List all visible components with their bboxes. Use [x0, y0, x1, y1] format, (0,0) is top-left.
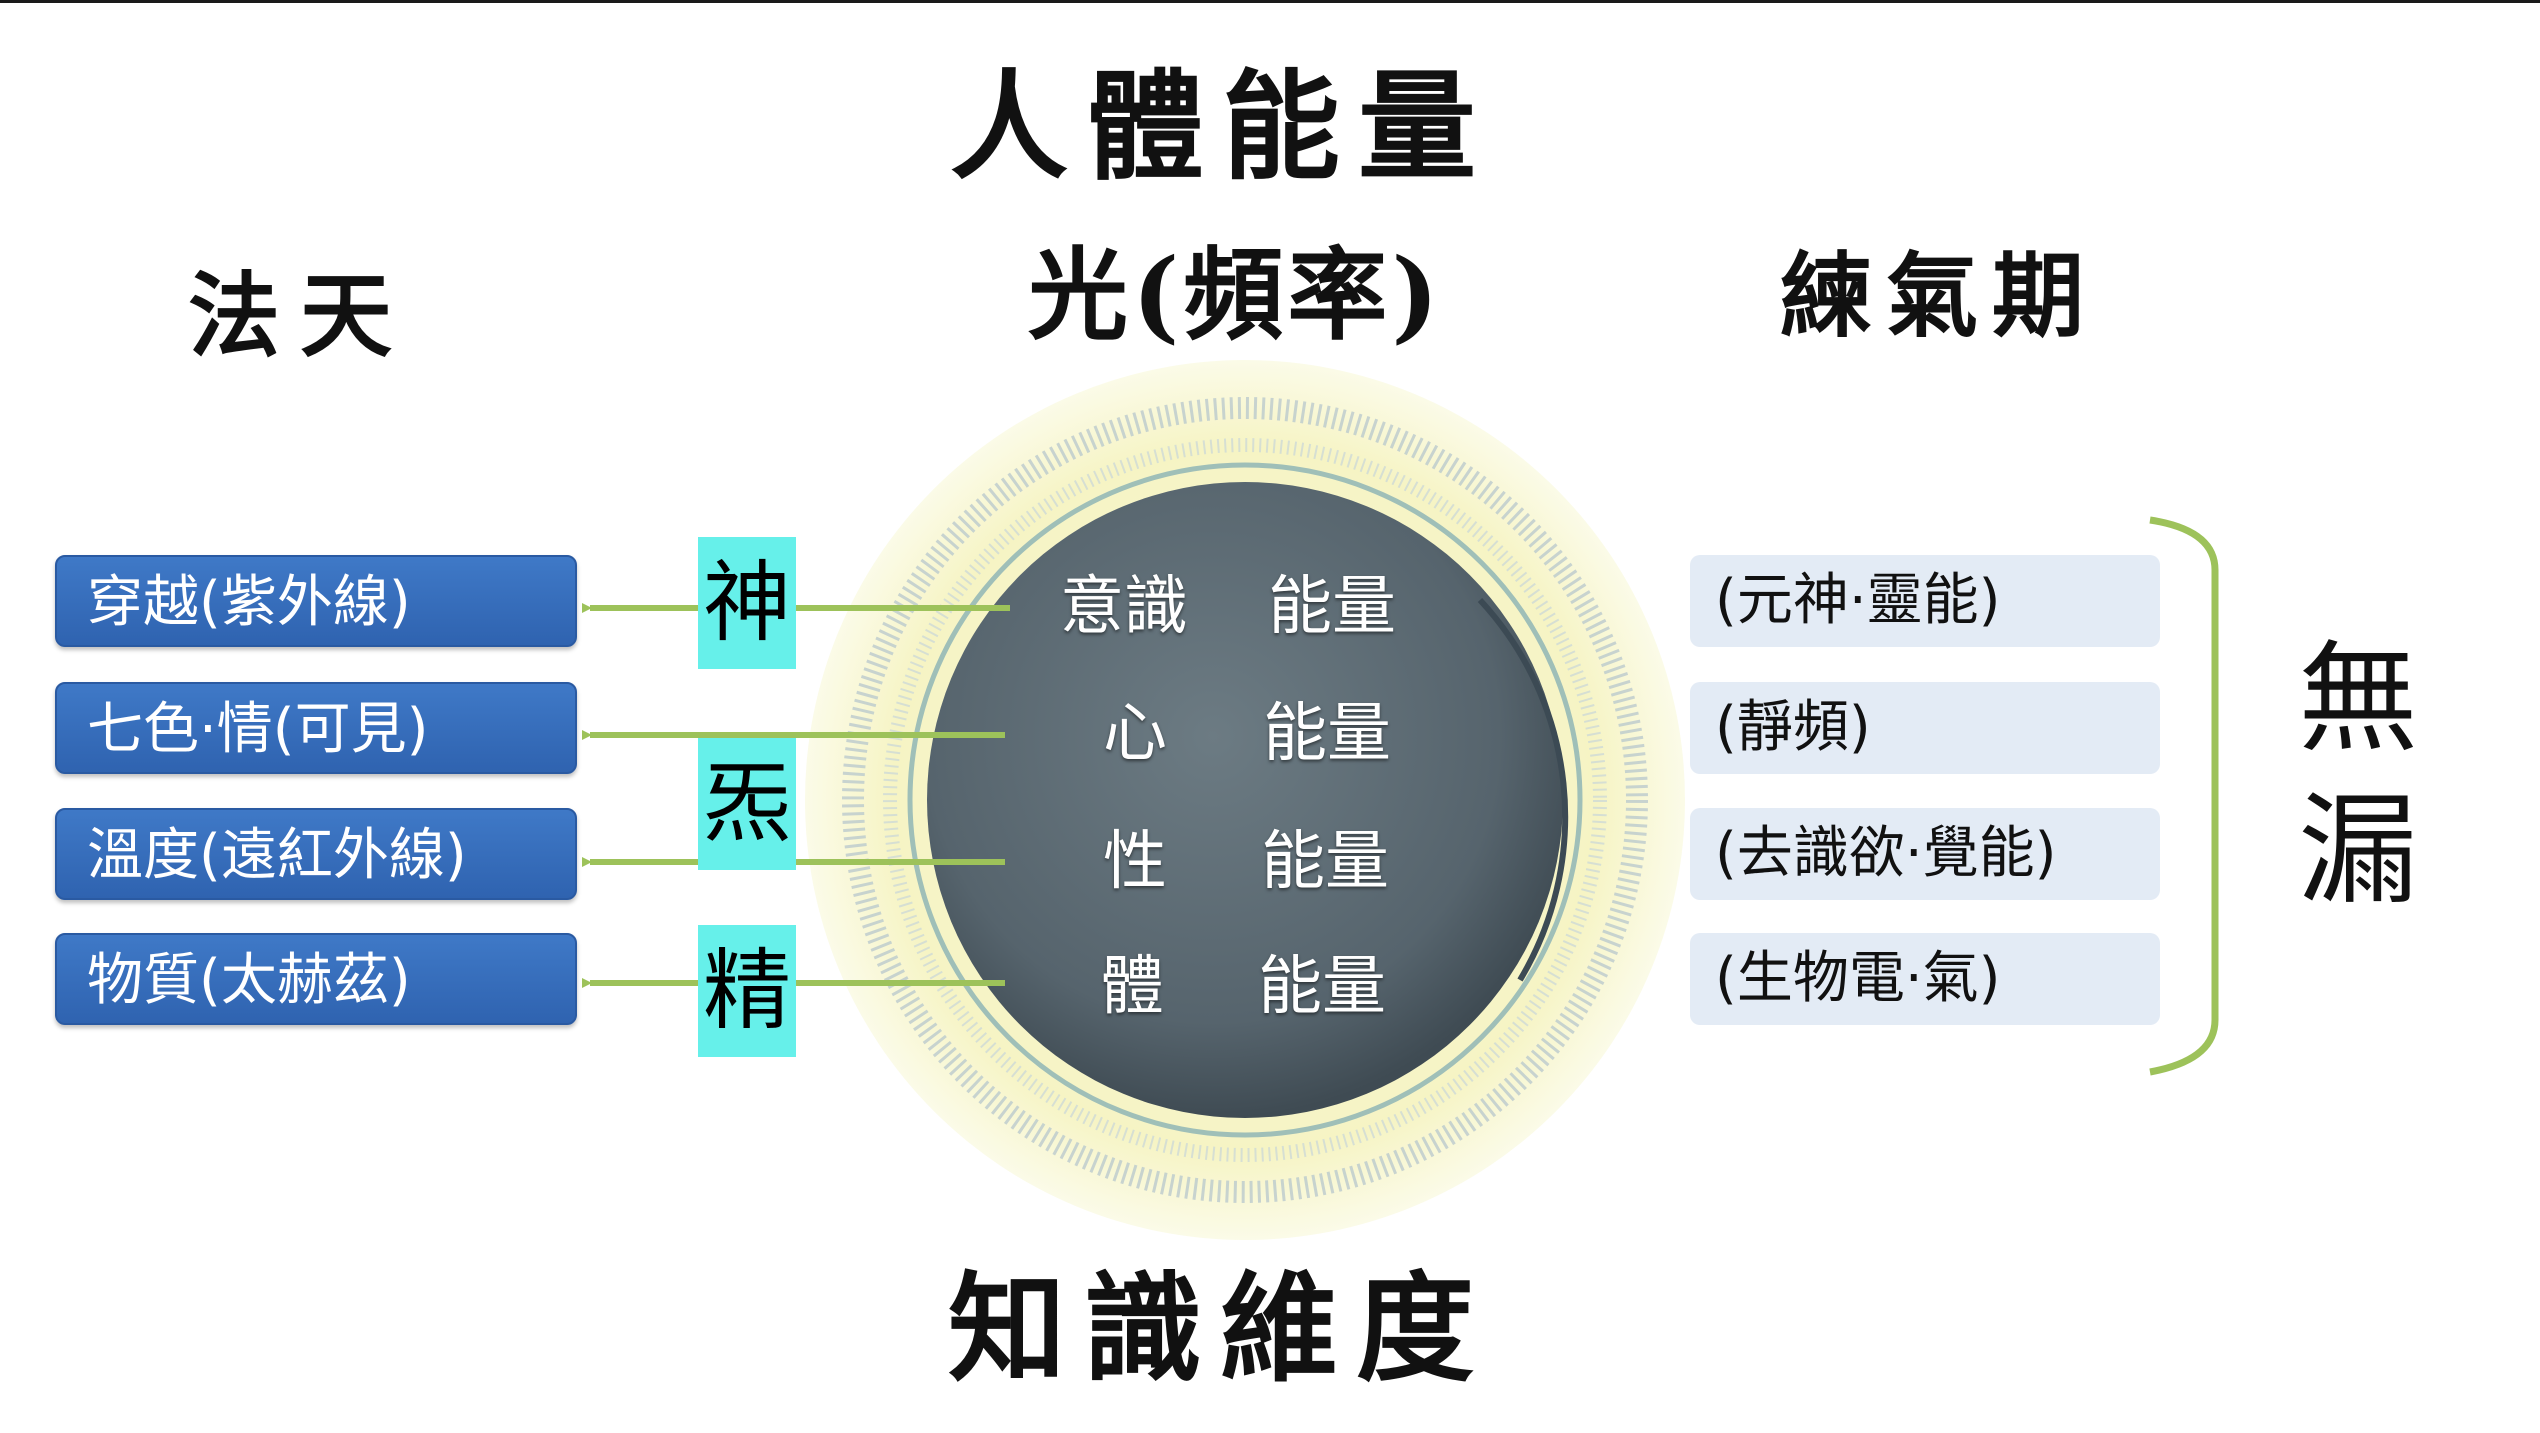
center-energy-nature: 能量: [1261, 825, 1389, 899]
left-item-ultraviolet: 穿越(紫外線): [55, 555, 577, 647]
tag-shen: 神: [698, 537, 796, 669]
left-item-terahertz: 物質(太赫茲): [55, 933, 577, 1025]
center-name-consciousness: 意識: [1060, 570, 1188, 644]
dashed-ring-inner: [883, 438, 1607, 1162]
center-name-nature: 性: [1103, 825, 1167, 899]
center-name-heart: 心: [1103, 697, 1167, 771]
right-item-stillness: (靜頻): [1690, 682, 2160, 774]
core-arc: [1477, 597, 1569, 982]
right-bracket: [2149, 516, 2219, 1076]
bracket-label-wu: 無: [2298, 630, 2418, 769]
central-core: [927, 482, 1563, 1118]
top-border: [0, 0, 2540, 3]
right-item-spirit: (元神·靈能): [1690, 555, 2160, 647]
left-item-visible: 七色·情(可見): [55, 682, 577, 774]
center-energy-consciousness: 能量: [1268, 570, 1396, 644]
teal-ring: [907, 462, 1583, 1138]
bracket-label-lou: 漏: [2298, 782, 2418, 921]
main-title: 人體能量: [950, 57, 1495, 196]
center-heading: 光(頻率): [1028, 236, 1443, 354]
right-item-awareness: (去識欲·覺能): [1690, 808, 2160, 900]
right-item-bioelectric: (生物電·氣): [1690, 933, 2160, 1025]
bottom-heading: 知識維度: [948, 1259, 1493, 1398]
left-item-infrared: 溫度(遠紅外線): [55, 808, 577, 900]
center-energy-body: 能量: [1258, 950, 1386, 1024]
tag-qi: 炁: [698, 738, 796, 870]
center-name-body: 體: [1100, 950, 1164, 1024]
left-arrows: [582, 603, 1010, 988]
dashed-ring-outer: [842, 397, 1648, 1203]
tag-jing: 精: [698, 925, 796, 1057]
left-heading: 法天: [188, 262, 413, 370]
center-energy-heart: 能量: [1263, 697, 1391, 771]
right-heading: 練氣期: [1780, 242, 2099, 350]
